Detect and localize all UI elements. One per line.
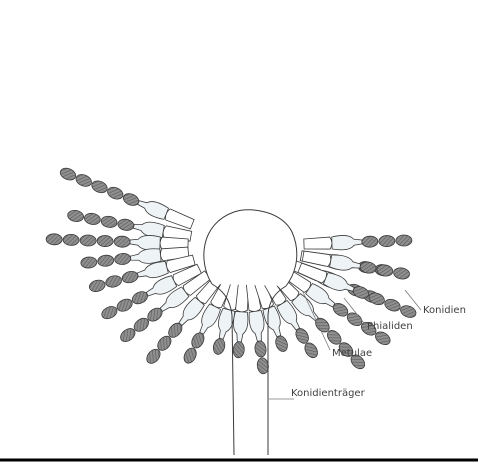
conidium [63, 234, 79, 246]
conidium [97, 254, 114, 267]
conidium [90, 179, 109, 195]
conidium [115, 297, 134, 314]
conidium [46, 234, 62, 246]
conidium [393, 267, 411, 281]
phialide [329, 254, 361, 273]
conidium [256, 357, 269, 374]
metula [304, 237, 332, 250]
conidium [121, 270, 139, 285]
conidium [122, 191, 141, 207]
label-konidien: Konidien [423, 305, 466, 316]
conidium [114, 253, 131, 266]
phialide [232, 311, 249, 342]
conidium [59, 166, 78, 182]
conidium [88, 278, 106, 293]
conidium [100, 215, 118, 229]
phialide [136, 196, 169, 221]
phialide [332, 235, 362, 251]
conidium [100, 304, 119, 321]
vesicle-outline [204, 210, 297, 286]
conidium [67, 209, 85, 223]
conidiophore-stalk [204, 210, 297, 455]
conidium [182, 346, 199, 365]
conidium [362, 236, 378, 248]
conidium [106, 185, 125, 201]
conidium [117, 218, 135, 232]
conidium [383, 297, 402, 313]
conidium [274, 334, 290, 353]
conidium [212, 337, 227, 355]
label-konidientraeger: Konidienträger [291, 388, 366, 399]
conidium [233, 341, 245, 358]
label-metulae: Metulae [332, 348, 372, 359]
conidium [379, 235, 395, 247]
phialide [130, 235, 160, 251]
conidium [254, 340, 267, 357]
conidium [80, 256, 97, 269]
conidium [399, 303, 418, 319]
conidium [396, 235, 412, 247]
spore-chain [304, 233, 412, 251]
conidium [80, 235, 96, 247]
conidium [105, 274, 123, 289]
conidium [114, 236, 130, 248]
conidium [84, 212, 102, 226]
conidium [74, 172, 93, 188]
label-phialiden: Phialiden [367, 321, 413, 332]
conidium [97, 235, 113, 247]
